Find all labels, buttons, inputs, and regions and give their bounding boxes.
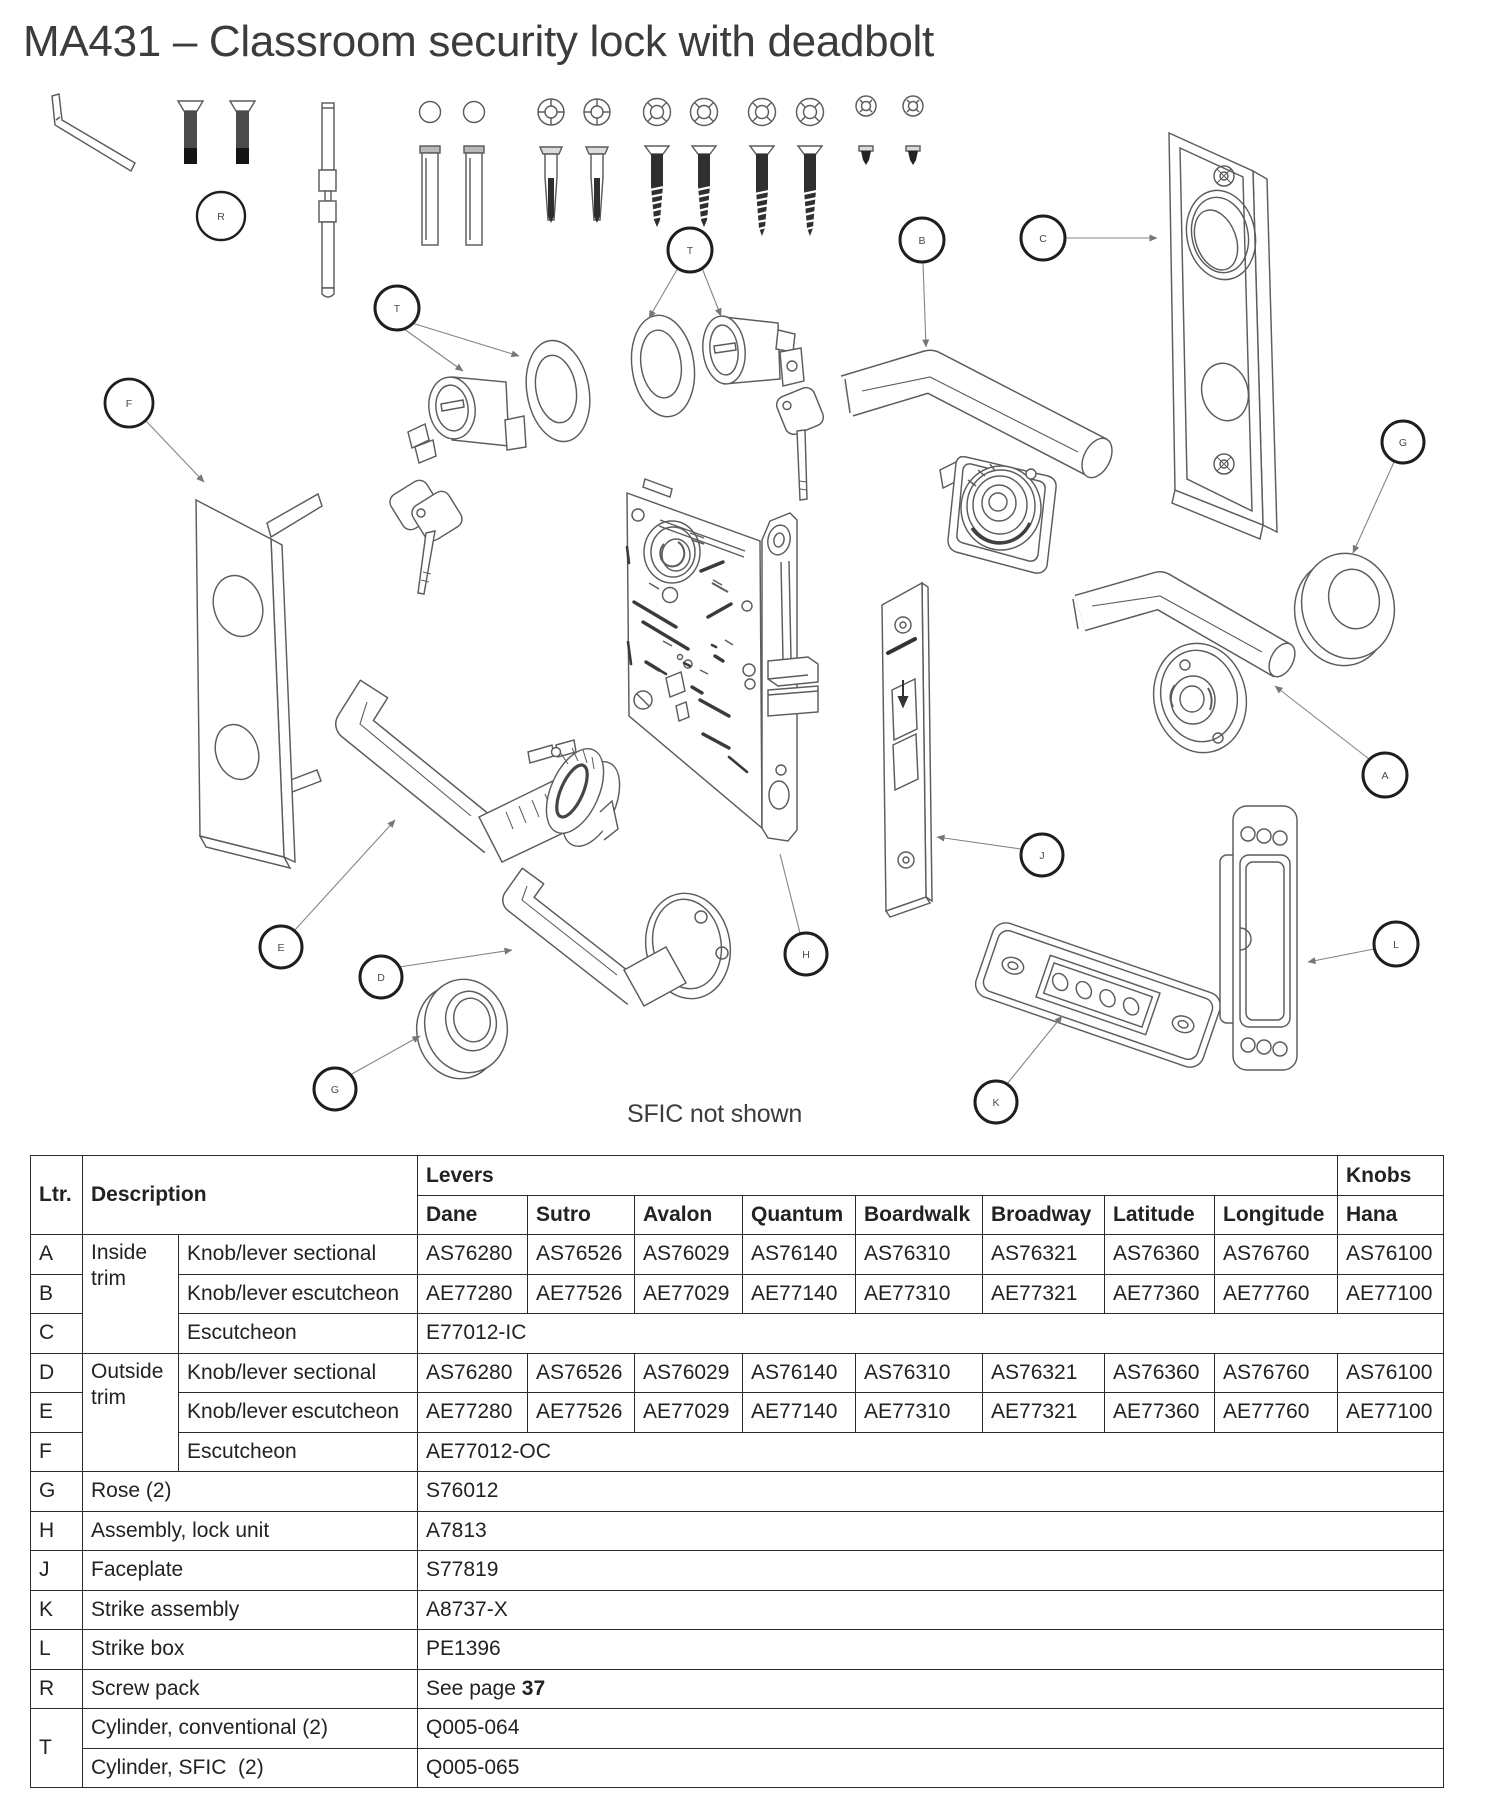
svg-text:E: E — [277, 942, 284, 954]
svg-text:J: J — [1039, 850, 1044, 862]
svg-text:B: B — [918, 235, 925, 247]
svg-text:G: G — [331, 1084, 339, 1096]
svg-text:F: F — [126, 398, 132, 410]
svg-text:K: K — [992, 1097, 999, 1109]
svg-text:T: T — [687, 245, 694, 257]
svg-text:T: T — [394, 303, 401, 315]
svg-text:H: H — [802, 949, 810, 961]
svg-text:L: L — [1393, 939, 1399, 951]
svg-text:R: R — [217, 211, 225, 223]
svg-text:G: G — [1399, 437, 1407, 449]
svg-text:C: C — [1039, 233, 1047, 245]
svg-text:D: D — [377, 972, 385, 984]
svg-text:A: A — [1381, 770, 1388, 782]
